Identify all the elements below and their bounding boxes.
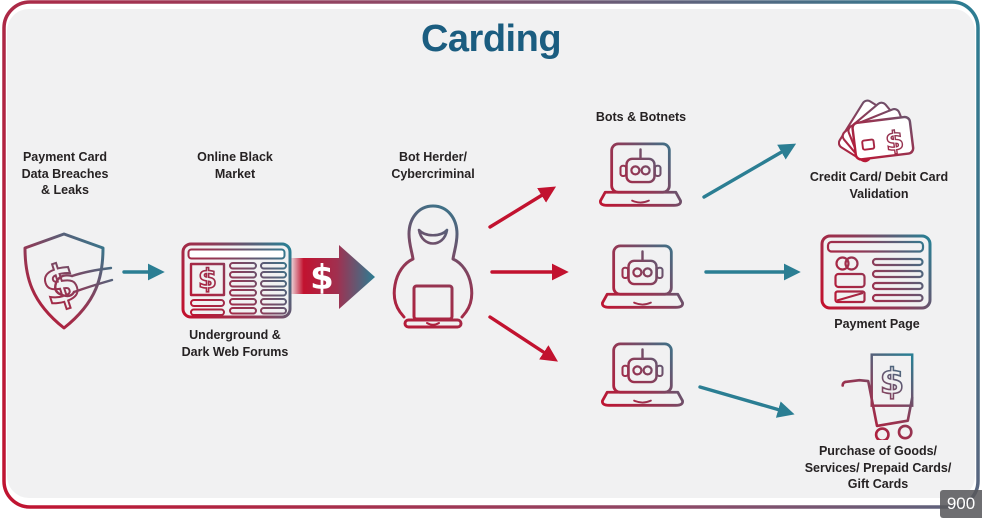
- label-underground-forums: Underground & Dark Web Forums: [181, 328, 289, 359]
- svg-text:$: $: [880, 361, 904, 402]
- marketplace-listings-icon: $: [181, 242, 292, 319]
- label-payment-card-breaches: Payment Card Data Breaches & Leaks: [21, 150, 109, 197]
- frame-number-badge: 900: [940, 490, 982, 518]
- shield-dollar-theft-icon: $: [23, 232, 114, 330]
- shopping-cart-dollar-icon: $: [841, 353, 914, 440]
- bot-laptop-icon: [599, 142, 682, 207]
- svg-text:$: $: [198, 264, 217, 295]
- money-arrow-icon: $: [291, 245, 375, 309]
- label-card-validation: Credit Card/ Debit Card Validation: [809, 170, 949, 201]
- label-online-black-market: Online Black Market: [197, 150, 273, 181]
- bot-laptop-icon: [601, 244, 684, 309]
- payment-form-icon: [820, 234, 932, 310]
- hooded-hacker-laptop-icon: [392, 204, 474, 329]
- page-title: Carding: [420, 18, 562, 60]
- label-bot-herder: Bot Herder/ Cybercriminal: [391, 150, 475, 181]
- credit-cards-fan-icon: $: [838, 99, 915, 163]
- label-bots-botnets: Bots & Botnets: [595, 110, 687, 124]
- bot-laptop-icon: [601, 342, 684, 407]
- svg-text:$: $: [310, 258, 334, 298]
- label-purchase-goods: Purchase of Goods/ Services/ Prepaid Car…: [804, 444, 952, 491]
- svg-text:$: $: [884, 126, 906, 158]
- label-payment-page: Payment Page: [834, 317, 920, 331]
